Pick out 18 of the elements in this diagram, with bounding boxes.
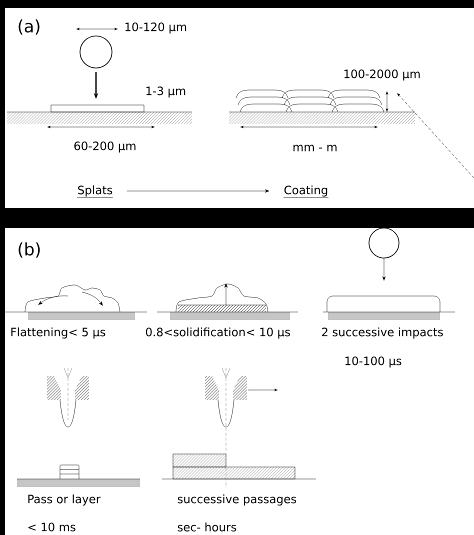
arrow [126, 189, 270, 193]
stage-label: Splats [78, 185, 112, 197]
caption-text: 0.8<solidification< 10 µs [146, 327, 290, 339]
dimension-label: mm - m [294, 144, 337, 152]
caption-text: Pass or layer [28, 494, 101, 506]
dimension-label: 1-3 µm [146, 86, 186, 98]
caption-text: < 10 ms [28, 522, 76, 532]
stage-label: Coating [284, 185, 328, 197]
caption-text: 2 successive impacts [322, 327, 443, 339]
caption-text: Flattening< 5 µs [11, 327, 106, 339]
panel-label: (a) [18, 19, 40, 35]
dimension-label: 10-120 µm [125, 22, 186, 34]
caption-text: successive passages [178, 494, 296, 506]
caption-text: 10-100 µs [345, 356, 402, 368]
dimension-label: 60-200 µm [74, 142, 136, 152]
panel-label: (b) [18, 242, 40, 258]
dimension-label: 100-2000 µm [344, 70, 420, 80]
caption-text: sec- hours [178, 522, 236, 532]
